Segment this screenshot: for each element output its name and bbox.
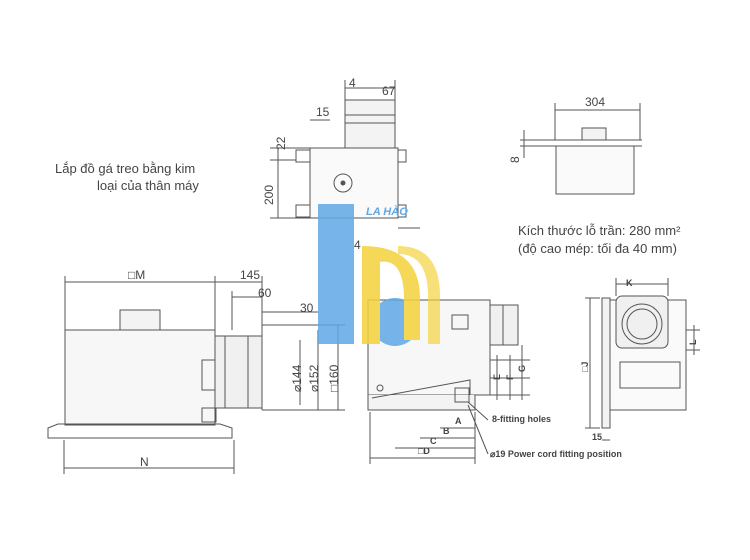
dim-200: 200 (262, 184, 276, 205)
power-cord-label: ⌀19 Power cord fitting position (490, 449, 622, 459)
dim-4-top: 4 (349, 76, 356, 90)
dim-145: 145 (240, 268, 261, 282)
dim-30: 30 (300, 301, 314, 315)
dim-c: C (430, 436, 437, 446)
dim-n: N (140, 455, 149, 469)
bracket-note-line1: Lắp đồ gá treo bằng kim (55, 161, 196, 176)
dim-m: □M (128, 268, 146, 282)
dim-e: E (492, 373, 502, 380)
dim-d: □D (418, 446, 430, 456)
dim-f: F (505, 374, 515, 381)
dim-4-bottom: 4 (354, 238, 361, 252)
top-right-view (520, 103, 642, 195)
fitting-holes-label: 8-fitting holes (492, 414, 551, 424)
watermark-logo (318, 204, 440, 346)
dim-g: G (517, 364, 527, 372)
ceiling-note-line2: (độ cao mép: tối đa 40 mm) (518, 241, 677, 256)
dim-a: A (455, 416, 462, 426)
ceiling-note-line1: Kích thước lỗ trần: 280 mm² (518, 223, 681, 238)
dim-160: □160 (327, 364, 341, 392)
dim-15: 15 (316, 105, 330, 119)
dim-j: □J (580, 361, 590, 372)
watermark-brand: LA HÀO (366, 206, 408, 218)
end-view (585, 278, 700, 441)
dim-15-end: 15 (592, 432, 603, 442)
dim-67: 67 (382, 84, 396, 98)
dim-152: ⌀152 (307, 364, 321, 392)
bracket-view (270, 80, 420, 229)
dim-22: 22 (274, 136, 288, 150)
dim-k: K (626, 278, 633, 288)
dim-304: 304 (585, 95, 606, 109)
front-view (47, 276, 345, 474)
dim-8: 8 (508, 156, 522, 163)
dim-b: B (443, 426, 450, 436)
bracket-note-line2: loại của thân máy (97, 178, 199, 193)
dim-l: L (688, 339, 698, 346)
dim-144: ⌀144 (290, 364, 304, 392)
dim-60: 60 (258, 286, 272, 300)
